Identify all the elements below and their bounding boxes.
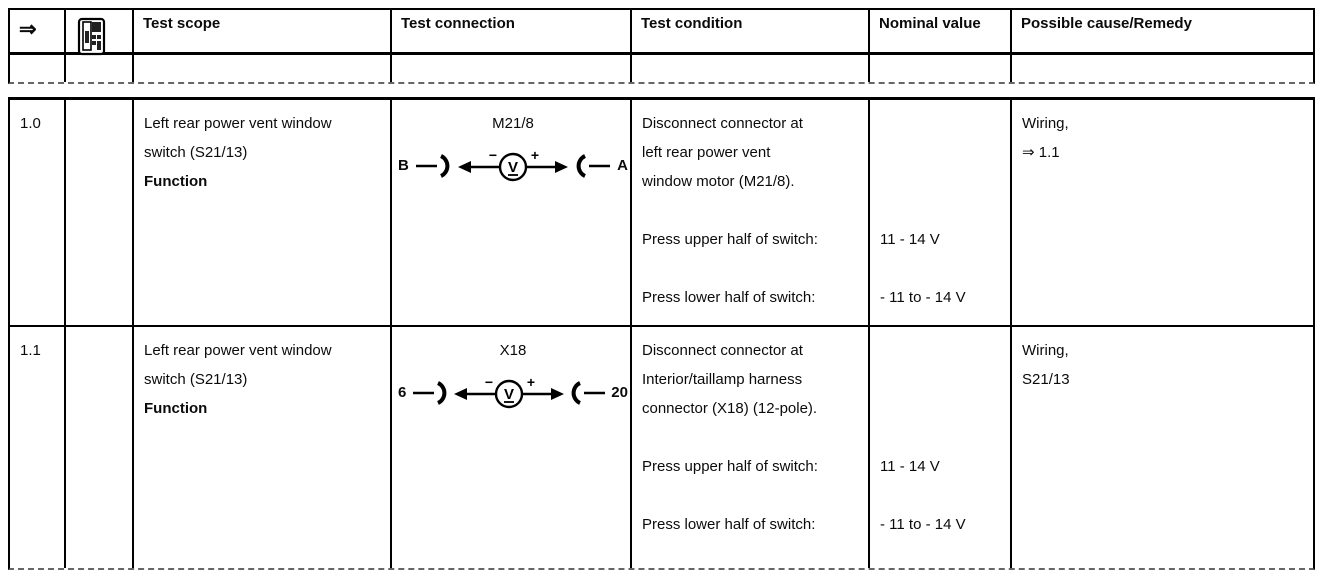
- header-cell-possible-cause: Possible cause/Remedy: [1021, 15, 1192, 32]
- connection-left-pin: 6: [398, 383, 407, 401]
- test-condition-intro: Disconnect connector at left rear power …: [642, 115, 803, 190]
- test-step-number: 1.1: [10, 327, 66, 568]
- svg-text:−: −: [489, 147, 497, 163]
- test-condition-cell: Disconnect connector at Interior/taillam…: [632, 327, 870, 568]
- nominal-value: 11 - 14 V: [880, 458, 940, 475]
- possible-cause-cell: Wiring, ⇒ 1.1: [1012, 100, 1313, 325]
- test-scope-text: Left rear power vent window switch (S21/…: [144, 115, 332, 161]
- nominal-value-cell: 11 - 14 V - 11 to - 14 V: [870, 100, 1012, 325]
- possible-cause-text: Wiring, S21/13: [1022, 342, 1070, 388]
- test-condition-step: Press upper half of switch:: [642, 458, 818, 475]
- tester-column-cell: [66, 100, 134, 325]
- test-condition-cell: Disconnect connector at left rear power …: [632, 100, 870, 325]
- header-cell-test-scope: Test scope: [134, 10, 392, 61]
- header-cell-test-connection: Test connection: [392, 10, 632, 61]
- test-row-1-0: 1.0 Left rear power vent window switch (…: [10, 100, 1313, 327]
- test-scope-function-label: Function: [144, 400, 208, 417]
- nominal-value-cell: 11 - 14 V - 11 to - 14 V: [870, 327, 1012, 568]
- connection-right-pin: A: [617, 156, 628, 174]
- header-cell-tester: [66, 10, 134, 61]
- right-connector-icon: [576, 154, 611, 178]
- svg-text:+: +: [527, 374, 535, 390]
- connection-component-label: X18: [499, 342, 527, 359]
- possible-cause-text: Wiring, ⇒ 1.1: [1022, 115, 1069, 161]
- connection-component-label: M21/8: [492, 115, 534, 132]
- test-scope-function-label: Function: [144, 173, 208, 190]
- voltmeter-connection-diagram: B V − +: [398, 145, 628, 185]
- test-table-body: 1.0 Left rear power vent window switch (…: [8, 97, 1315, 570]
- voltmeter-connection-diagram: 6 V − +: [398, 372, 628, 412]
- test-condition-intro: Disconnect connector at Interior/taillam…: [642, 342, 818, 417]
- voltmeter-icon: V − +: [453, 374, 564, 409]
- possible-cause-cell: Wiring, S21/13: [1012, 327, 1313, 568]
- header-cell-arrow: ⇒: [10, 10, 66, 61]
- test-scope-text: Left rear power vent window switch (S21/…: [144, 342, 332, 388]
- left-connector-icon: [415, 154, 450, 178]
- test-condition-step: Press lower half of switch:: [642, 516, 816, 533]
- tester-column-cell: [66, 327, 134, 568]
- test-condition-step: Press lower half of switch:: [642, 289, 816, 306]
- connection-left-pin: B: [398, 156, 409, 174]
- test-scope-cell: Left rear power vent window switch (S21/…: [134, 327, 392, 568]
- nominal-value: - 11 to - 14 V: [880, 289, 966, 306]
- test-condition-step: Press upper half of switch:: [642, 231, 818, 248]
- connection-right-pin: 20: [611, 383, 628, 401]
- test-table-header: ⇒ Test scope Test connection Test condit…: [8, 8, 1315, 84]
- header-cell-test-condition: Test condition: [632, 10, 870, 61]
- test-connection-cell: X18 6 V − +: [392, 327, 632, 568]
- test-step-number: 1.0: [10, 100, 66, 325]
- test-connection-cell: M21/8 B V − +: [392, 100, 632, 325]
- svg-text:V: V: [504, 386, 514, 403]
- voltmeter-icon: V − +: [458, 147, 568, 182]
- header-spacer-row: [10, 55, 1313, 82]
- nominal-value: 11 - 14 V: [880, 231, 940, 248]
- header-cell-nominal-value: Nominal value: [870, 10, 1012, 61]
- svg-text:+: +: [531, 147, 539, 163]
- header-row: ⇒ Test scope Test connection Test condit…: [10, 10, 1313, 61]
- test-scope-cell: Left rear power vent window switch (S21/…: [134, 100, 392, 325]
- svg-text:−: −: [485, 374, 493, 390]
- arrow-icon: ⇒: [19, 18, 37, 41]
- nominal-value: - 11 to - 14 V: [880, 516, 966, 533]
- test-row-1-1: 1.1 Left rear power vent window switch (…: [10, 327, 1313, 568]
- multimeter-icon: [77, 17, 106, 56]
- right-connector-icon: [571, 381, 606, 405]
- svg-text:V: V: [508, 159, 518, 176]
- left-connector-icon: [412, 381, 446, 405]
